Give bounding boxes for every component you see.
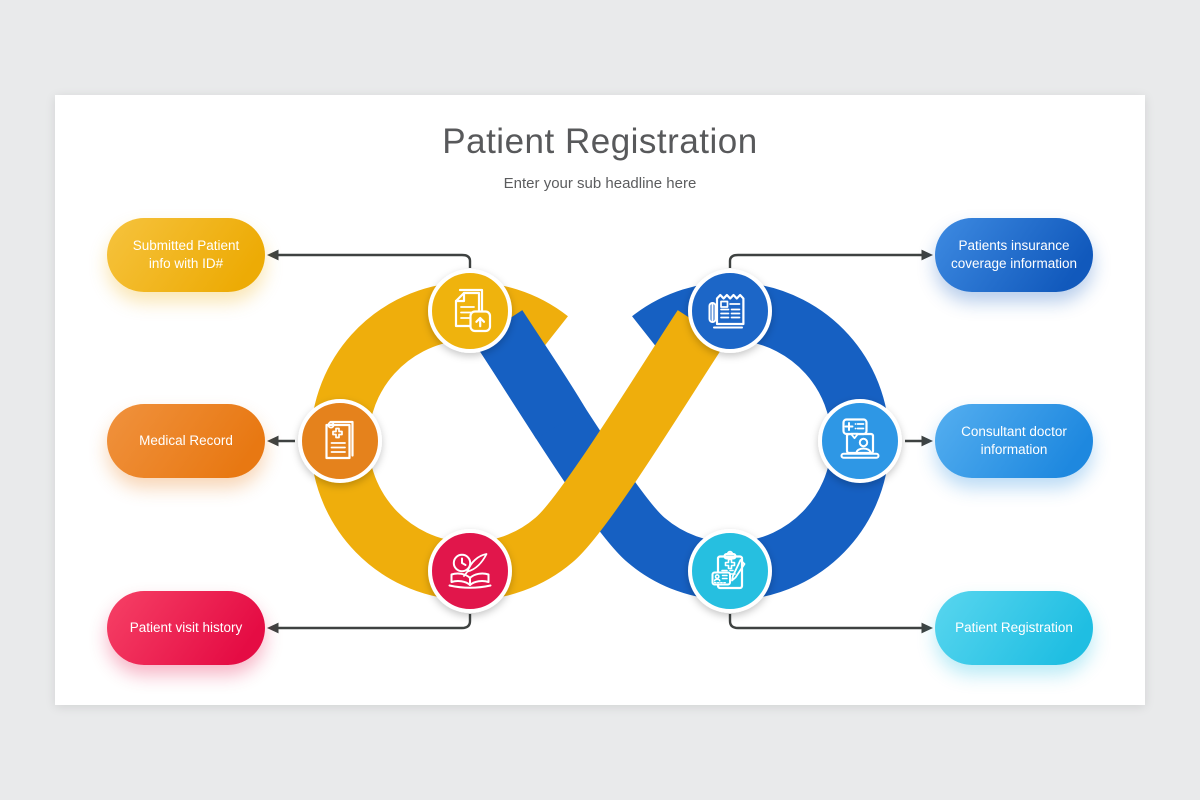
invoice-icon [708,293,745,329]
connector-bottom-right [728,614,922,630]
arrowhead-top-left [267,249,279,261]
callout-label: Patient Registration [955,619,1073,635]
callout-label: Medical Record [139,432,233,448]
circle-medical-record [298,399,382,483]
right-loop-ribbon-overlap [473,310,587,439]
callout-patient-registration: Patient Registration [935,591,1093,665]
page-subtitle: Enter your sub headline here [503,175,697,192]
history-book-icon [448,553,492,589]
callout-label: Patient visit history [129,619,243,635]
circle-upload-document [428,269,512,353]
connector-top-left [278,253,472,268]
callout-label: Consultant doctor information [961,423,1067,457]
connectors [267,249,933,634]
callout-label: Patients insurance coverage information [950,237,1078,271]
arrowhead-bottom-right [921,622,933,634]
icon-circles [298,269,902,613]
callout-patient-visit-history: Patient visit history [107,591,265,665]
connector-top-right [728,253,922,268]
medical-record-icon [325,420,354,460]
registration-form-icon [711,550,746,590]
page-title: Patient Registration [442,122,758,161]
infinity-ribbons [310,282,890,601]
callout-insurance-coverage: Patients insurance coverage information [935,218,1093,292]
callout-consultant-doctor: Consultant doctor information [935,404,1093,478]
circle-invoice [688,269,772,353]
arrowhead-middle-left [267,435,279,447]
callout-submitted-patient-info: Submitted Patient info with ID# [107,218,265,292]
arrowhead-bottom-left [267,622,279,634]
online-consultation-icon [840,418,880,459]
callout-label: Submitted Patient info with ID# [132,237,240,271]
arrowhead-middle-right [921,435,933,447]
arrowhead-top-right [921,249,933,261]
connector-bottom-left [278,614,472,630]
callout-medical-record: Medical Record [107,404,265,478]
upload-document-icon [454,288,492,333]
